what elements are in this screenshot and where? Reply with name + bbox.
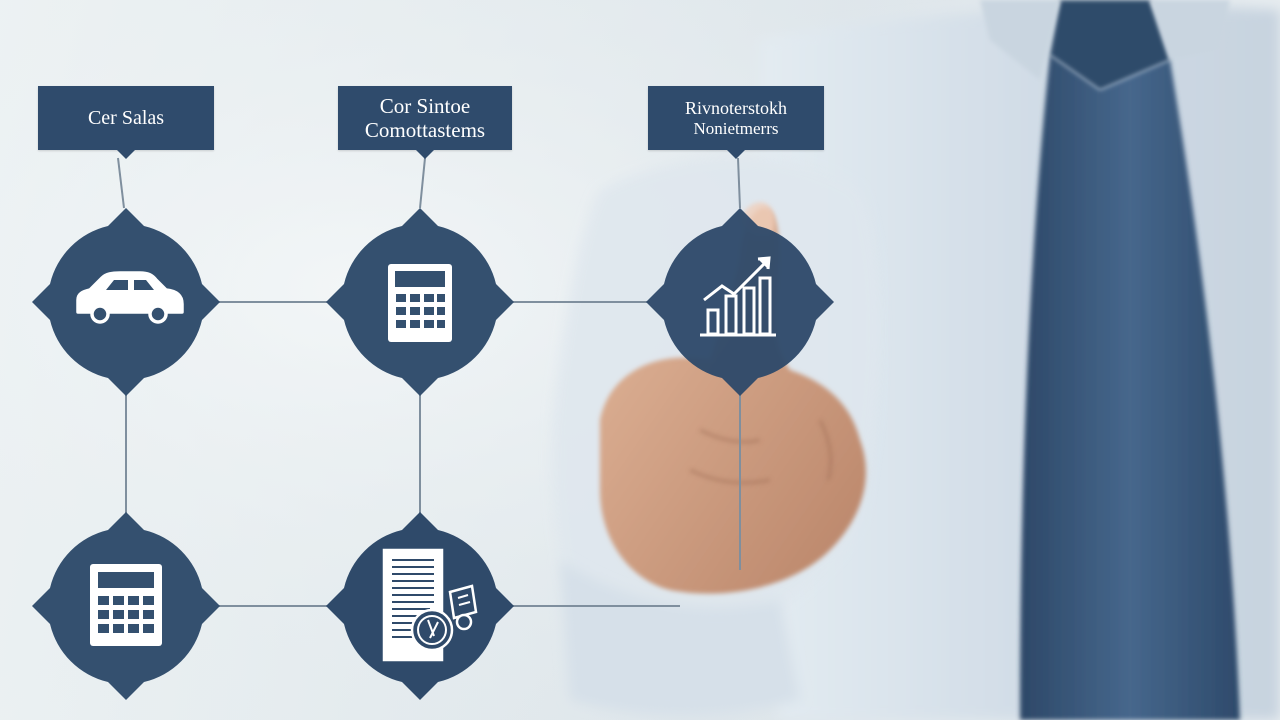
node-growth-chart [646, 208, 834, 396]
label-center-line-2: Comottastems [364, 118, 486, 142]
label-right-line-1: Rivnoterstokh [685, 97, 787, 118]
label-car-sales-text: Cer Salas [87, 106, 165, 129]
label-right-line-2: Nonietmerrs [693, 118, 779, 138]
node-calculator-2 [32, 512, 220, 700]
tie [1020, 55, 1240, 720]
calculator-icon [388, 264, 452, 342]
pointer-chart [737, 157, 741, 209]
node-document [326, 512, 514, 700]
car-icon [76, 271, 184, 324]
growth-chart-icon [700, 256, 776, 337]
collar [980, 0, 1230, 80]
document-coins-icon [382, 548, 478, 662]
label-center: Cor Sintoe Comottastems [338, 86, 512, 150]
pointer-car [117, 157, 125, 209]
calculator-icon [90, 564, 162, 646]
node-car [32, 208, 220, 396]
label-right: Rivnoterstokh Nonietmerrs [648, 86, 824, 150]
shirt-cuff [560, 560, 800, 715]
pointer-calc [419, 157, 426, 209]
label-car-sales: Cer Salas [38, 86, 214, 150]
connectors [117, 157, 741, 607]
label-center-line-1: Cor Sintoe [379, 93, 471, 118]
tie-knot [1050, 0, 1170, 90]
node-calculator [326, 208, 514, 396]
